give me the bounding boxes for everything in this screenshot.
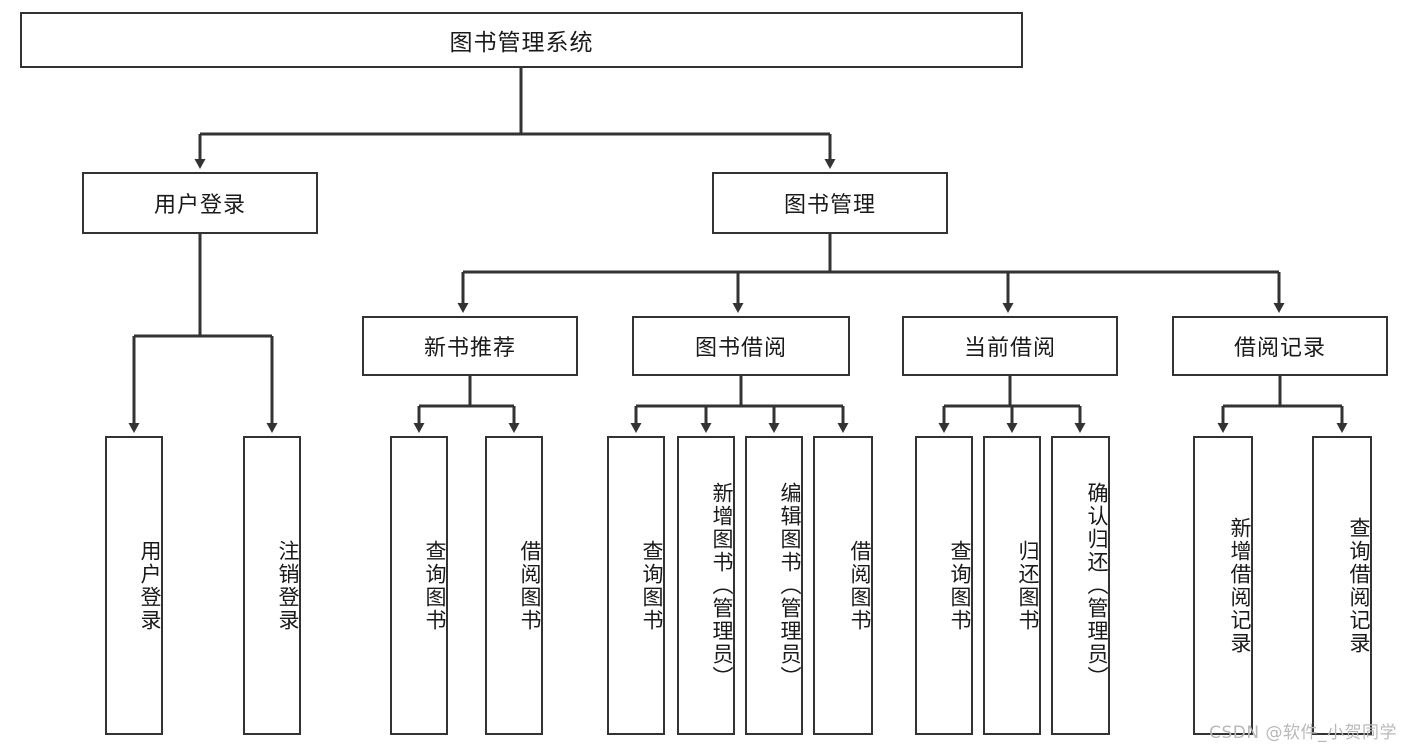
node-leaf-return-book[interactable]: 归还图书 — [983, 436, 1041, 735]
node-leaf-label: 借阅图书 — [848, 539, 872, 632]
node-leaf-label: 新增图书（管理员） — [710, 482, 734, 689]
node-leaf-borrow-book-1[interactable]: 借阅图书 — [485, 436, 543, 735]
node-leaf-borrow-book-2[interactable]: 借阅图书 — [813, 436, 873, 735]
node-leaf-add-book-admin[interactable]: 新增图书（管理员） — [677, 436, 735, 735]
node-leaf-user-logout[interactable]: 注销登录 — [243, 436, 301, 735]
node-new-book-recommend[interactable]: 新书推荐 — [362, 316, 578, 376]
node-user-login[interactable]: 用户登录 — [82, 172, 318, 234]
node-book-management[interactable]: 图书管理 — [712, 172, 948, 234]
node-leaf-label: 查询借阅记录 — [1347, 516, 1371, 655]
node-leaf-query-book-2[interactable]: 查询图书 — [607, 436, 665, 735]
node-current-borrow[interactable]: 当前借阅 — [902, 316, 1118, 376]
node-leaf-label: 注销登录 — [276, 539, 300, 632]
node-leaf-label: 确认归还（管理员） — [1085, 482, 1109, 689]
node-leaf-label: 借阅图书 — [518, 539, 542, 632]
node-leaf-edit-book-admin[interactable]: 编辑图书（管理员） — [745, 436, 803, 735]
node-leaf-label: 查询图书 — [640, 539, 664, 632]
node-leaf-label: 查询图书 — [423, 539, 447, 632]
node-leaf-label: 查询图书 — [948, 539, 972, 632]
node-leaf-confirm-return-admin[interactable]: 确认归还（管理员） — [1051, 436, 1110, 735]
node-leaf-label: 用户登录 — [138, 539, 162, 632]
node-leaf-label: 归还图书 — [1016, 539, 1040, 632]
node-leaf-add-borrow-record[interactable]: 新增借阅记录 — [1193, 436, 1253, 735]
node-leaf-query-book-3[interactable]: 查询图书 — [915, 436, 973, 735]
node-leaf-user-login[interactable]: 用户登录 — [105, 436, 163, 735]
node-leaf-query-borrow-record[interactable]: 查询借阅记录 — [1312, 436, 1372, 735]
node-root-system[interactable]: 图书管理系统 — [20, 12, 1023, 68]
node-book-borrow[interactable]: 图书借阅 — [632, 316, 850, 376]
node-borrow-record[interactable]: 借阅记录 — [1172, 316, 1388, 376]
node-leaf-label: 新增借阅记录 — [1228, 516, 1252, 655]
node-leaf-label: 编辑图书（管理员） — [778, 482, 802, 689]
node-leaf-query-book-1[interactable]: 查询图书 — [390, 436, 448, 735]
